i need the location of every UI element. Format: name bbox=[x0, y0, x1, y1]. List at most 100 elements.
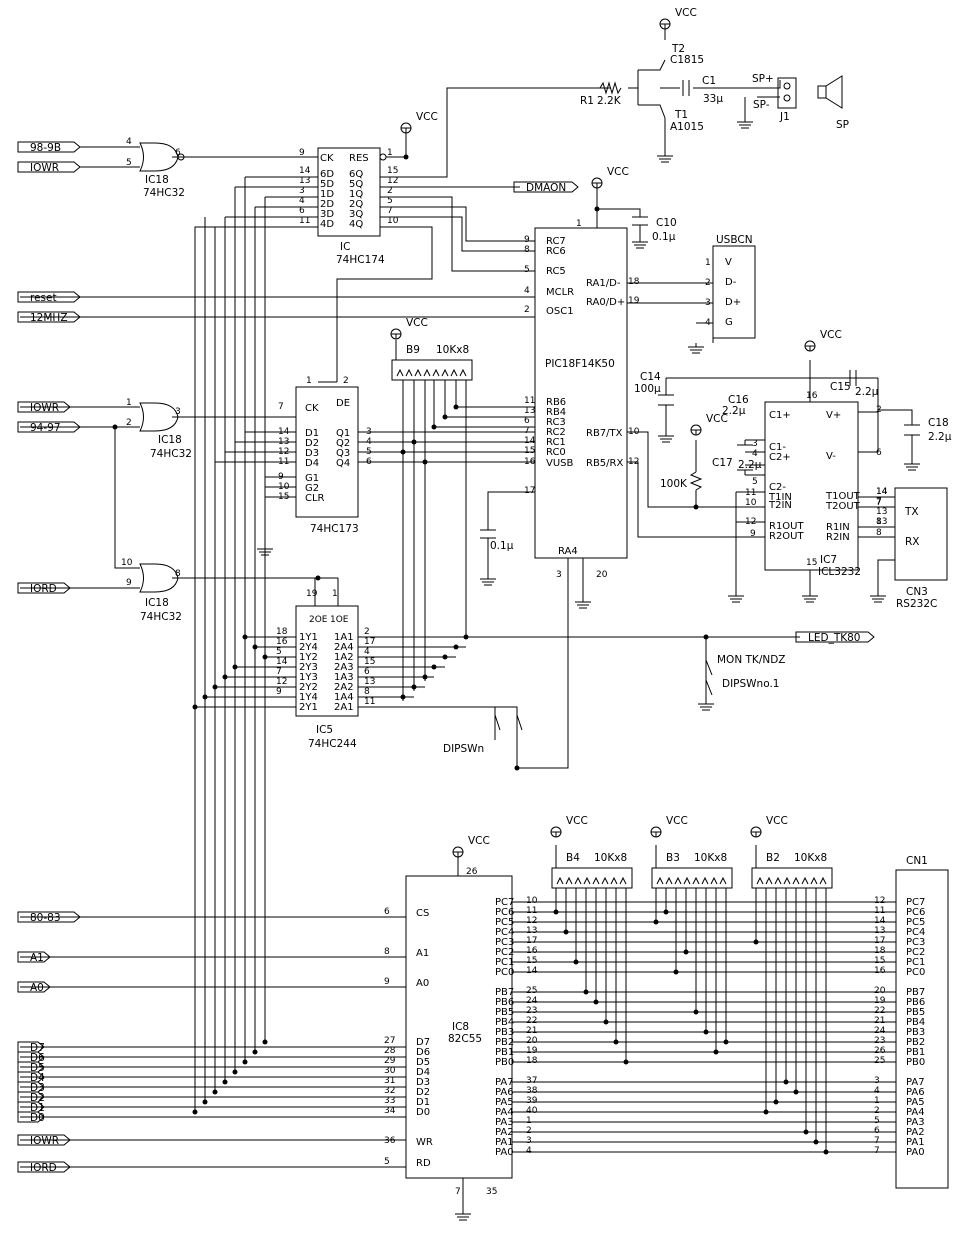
ic8-pc-6: PC1 bbox=[495, 957, 514, 968]
ic7-name: IC7 bbox=[820, 554, 837, 566]
pn-8pc-5: 16 bbox=[526, 946, 538, 956]
ic5-right-2: 1A2 bbox=[334, 652, 354, 663]
vcc-label-4: VCC bbox=[820, 329, 842, 341]
t1-part: A1015 bbox=[670, 121, 704, 133]
j1-sp-minus: SP- bbox=[753, 99, 770, 111]
pn-5l-2: 5 bbox=[276, 647, 282, 657]
vcc-label-9: VCC bbox=[766, 815, 788, 827]
ic5-top-0: 2OE bbox=[309, 615, 328, 625]
resistor-element-0-3 bbox=[423, 368, 431, 377]
r1-name: R1 bbox=[580, 95, 594, 107]
pn-cn1pc-0: 12 bbox=[874, 896, 885, 906]
pn-picl-6: 13 bbox=[524, 406, 535, 416]
ic8-pb-5: PB2 bbox=[495, 1037, 514, 1048]
junction-dot-31 bbox=[594, 206, 600, 212]
pn-174r-6: 10 bbox=[387, 216, 399, 226]
ic7-right-5: R2IN bbox=[826, 532, 850, 543]
pn-ic7-0: 3 bbox=[752, 439, 758, 449]
cn1-pa-3: PA4 bbox=[906, 1107, 925, 1118]
pn-174l-0: 9 bbox=[299, 148, 305, 158]
junction-dot-18 bbox=[431, 424, 437, 430]
pn-8l-0: 6 bbox=[384, 907, 390, 917]
pn-picl-7: 6 bbox=[524, 416, 530, 426]
pic-right-2: RB7/TX bbox=[586, 428, 623, 439]
net-label-dmaon: DMAON bbox=[526, 182, 566, 194]
t2-name: T2 bbox=[671, 43, 685, 55]
pn-8l-6: 30 bbox=[384, 1066, 396, 1076]
ic8-left-3: D7 bbox=[416, 1037, 430, 1048]
pn-cn1pc-7: 16 bbox=[874, 966, 886, 976]
net-label-d3: D4 bbox=[30, 1072, 45, 1084]
ic8-left-0: CS bbox=[416, 908, 429, 919]
pn-8pa-0: 37 bbox=[526, 1076, 537, 1086]
vcc-stem-1 bbox=[660, 23, 670, 29]
cn1-box bbox=[895, 869, 949, 1189]
junction-dot-33 bbox=[703, 634, 709, 640]
pn-cn1pb-5: 23 bbox=[874, 1036, 885, 1046]
c16-value: 2.2μ bbox=[722, 405, 746, 417]
junction-dot-46 bbox=[673, 969, 679, 975]
pn-cn1pa-2: 1 bbox=[874, 1096, 880, 1106]
pn-8l-12: 5 bbox=[384, 1157, 390, 1167]
pn-8pc-7: 14 bbox=[526, 966, 538, 976]
pn-picl-10: 15 bbox=[524, 446, 535, 456]
pn-cn1pa-1: 4 bbox=[874, 1086, 880, 1096]
net-tag-dmaon bbox=[513, 181, 579, 193]
pn-cn1pc-3: 13 bbox=[874, 926, 885, 936]
pn-8pa-2: 39 bbox=[526, 1096, 538, 1106]
usbcn-pin-1: D- bbox=[725, 277, 737, 288]
ic8-box bbox=[405, 875, 513, 1179]
ic173-right-3: Q3 bbox=[336, 448, 350, 459]
pn-a2: 6 bbox=[175, 148, 181, 158]
net-label-d5: D2 bbox=[30, 1092, 45, 1104]
pic-left-8: RC2 bbox=[546, 427, 566, 438]
pic-left-4: OSC1 bbox=[546, 306, 574, 317]
pn-8l-7: 31 bbox=[384, 1076, 395, 1086]
pn-cn1pc-6: 15 bbox=[874, 956, 885, 966]
pn-cn1pb-6: 26 bbox=[874, 1046, 886, 1056]
pn-cn1pa-3: 2 bbox=[874, 1106, 880, 1116]
vcc-label-2: VCC bbox=[607, 166, 629, 178]
pn-cn1pb-0: 20 bbox=[874, 986, 886, 996]
junction-dot-16 bbox=[453, 404, 459, 410]
c-vusb-value: 0.1μ bbox=[490, 540, 514, 552]
pn-8l-5: 29 bbox=[384, 1056, 396, 1066]
b9-value: 10Kx8 bbox=[436, 344, 469, 356]
pn-174l-3: 3 bbox=[299, 186, 305, 196]
ic8-left-6: D4 bbox=[416, 1067, 430, 1078]
pic-part: PIC18F14K50 bbox=[545, 358, 615, 370]
ground-icon-4 bbox=[257, 545, 273, 556]
vcc-stem-3 bbox=[391, 333, 401, 339]
pn-8pa-7: 4 bbox=[526, 1146, 532, 1156]
b2-name: B2 bbox=[766, 852, 780, 864]
cn1-pc-1: PC6 bbox=[906, 907, 925, 918]
resistor-element-0-4 bbox=[432, 368, 440, 377]
cn1-pb-3: PB4 bbox=[906, 1017, 925, 1028]
pn-pic1: 1 bbox=[576, 219, 582, 229]
ic5-right-4: 1A3 bbox=[334, 672, 354, 683]
junction-dot-0 bbox=[192, 1109, 198, 1115]
ic174-left-1: 6D bbox=[320, 169, 334, 180]
pn-ic7-5: 12 bbox=[745, 517, 756, 527]
pn-8-26: 26 bbox=[466, 867, 478, 877]
junction-dot-53 bbox=[763, 1109, 769, 1115]
pn-8pa-1: 38 bbox=[526, 1086, 538, 1096]
pn-ic7-12: 13 bbox=[876, 517, 887, 527]
pn-174r-5: 7 bbox=[387, 206, 393, 216]
cn1-pa-4: PA3 bbox=[906, 1117, 925, 1128]
pn-8pb-7: 18 bbox=[526, 1056, 538, 1066]
resistor-element-3-5 bbox=[801, 876, 809, 885]
pn-173l-7: 15 bbox=[278, 492, 289, 502]
net-tag-sel94 bbox=[17, 421, 81, 433]
junction-dot-13 bbox=[212, 684, 218, 690]
pn-5r-7: 11 bbox=[364, 697, 375, 707]
junction-dot-29 bbox=[112, 424, 118, 430]
pn-8l-1: 8 bbox=[384, 947, 390, 957]
c18-value: 2.2μ bbox=[928, 431, 952, 443]
ic8-pb-0: PB7 bbox=[495, 987, 514, 998]
ic5-box bbox=[295, 605, 359, 717]
cn3-part: RS232C bbox=[896, 598, 937, 610]
pn-picr-2: 10 bbox=[628, 427, 640, 437]
capacitor-c15 bbox=[849, 370, 857, 386]
ic8-left-8: D2 bbox=[416, 1087, 430, 1098]
